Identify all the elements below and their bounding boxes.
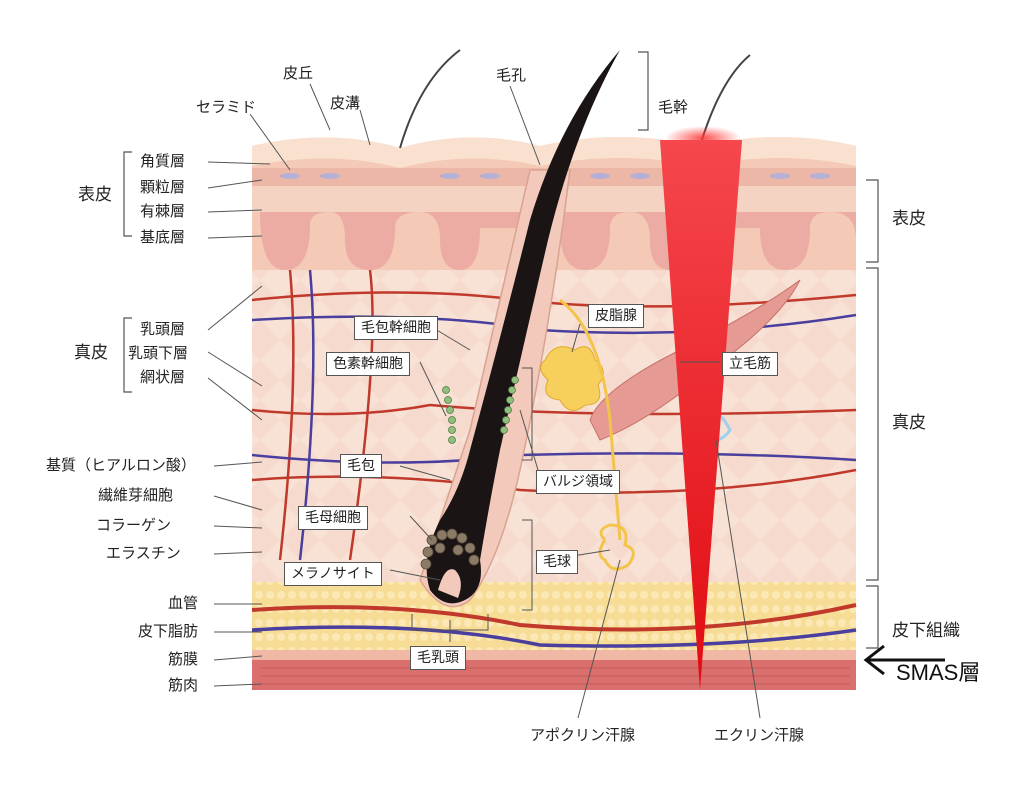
label-elastin: エラスチン [106, 544, 181, 562]
label-smas: SMAS層 [896, 660, 981, 685]
box-mohokan: 毛包幹細胞 [354, 316, 438, 340]
box-nyuto2: 毛乳頭 [410, 646, 466, 670]
label-kinniku: 筋肉 [168, 676, 199, 694]
box-moho: 毛包 [340, 454, 382, 478]
label-kishitsu: 基質（ヒアルロン酸） [46, 456, 196, 474]
label-kitei: 基底層 [140, 228, 186, 246]
label-hyohi-right: 表皮 [892, 209, 926, 229]
label-nyutoka: 乳頭下層 [128, 344, 189, 362]
label-hyohi-left: 表皮 [78, 185, 112, 205]
label-kinmaku: 筋膜 [168, 650, 199, 668]
box-melano: メラノサイト [284, 562, 382, 586]
label-eccrine: エクリン汗腺 [714, 726, 805, 744]
fascia-layer [252, 650, 856, 660]
box-bulge: バルジ領域 [536, 470, 620, 494]
apocrine-gland [559, 298, 622, 541]
leader-lines [207, 83, 761, 719]
sebaceous-gland [540, 346, 604, 411]
label-mokan: 毛幹 [658, 98, 689, 116]
label-hika: 皮下脂肪 [138, 622, 199, 640]
laser-beam [660, 140, 742, 690]
box-mokyu: 毛球 [536, 550, 578, 574]
box-mobo: 毛母細胞 [298, 506, 368, 530]
box-rimokin: 立毛筋 [722, 352, 778, 376]
muscle-layer [252, 660, 856, 690]
label-karyu: 顆粒層 [140, 178, 186, 196]
left-brackets [123, 151, 132, 393]
label-collagen: コラーゲン [96, 516, 172, 534]
box-shikiso: 色素幹細胞 [326, 352, 410, 376]
dermal-papilla [438, 569, 461, 598]
label-apocrine: アポクリン汗腺 [530, 726, 636, 744]
label-yukyoku: 有棘層 [140, 202, 186, 220]
hair-shaft [426, 50, 620, 604]
box-hishi: 皮脂腺 [588, 304, 644, 328]
label-seni: 繊維芽細胞 [98, 486, 174, 504]
fat-layer [252, 582, 856, 650]
label-nyuto: 乳頭層 [140, 320, 186, 338]
label-mojo: 網状層 [140, 368, 186, 386]
label-keana: 毛孔 [496, 66, 527, 84]
label-kekkan: 血管 [168, 594, 199, 612]
label-shinpi-left: 真皮 [74, 343, 108, 363]
right-brackets [638, 51, 879, 649]
label-hikasoshiki: 皮下組織 [892, 621, 960, 641]
label-hikyu: 皮丘 [283, 64, 314, 82]
smas-arrow-icon [863, 644, 945, 676]
label-ceramide: セラミド [196, 98, 257, 116]
label-hikou: 皮溝 [330, 94, 361, 112]
label-shinpi-right: 真皮 [892, 413, 926, 433]
label-kakushitsu: 角質層 [140, 152, 186, 170]
